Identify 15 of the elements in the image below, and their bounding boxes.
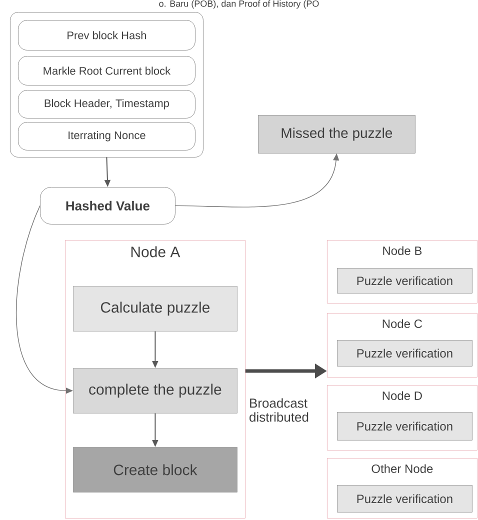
process-box: Puzzle verification xyxy=(337,268,472,294)
field-pill: Prev block Hash xyxy=(18,20,196,50)
edge-label: Broadcast distributed xyxy=(250,398,308,422)
process-box: Calculate puzzle xyxy=(73,286,238,332)
field-pill: Iterrating Nonce xyxy=(18,122,196,150)
process-box: Puzzle verification xyxy=(337,340,472,366)
process-box: complete the puzzle xyxy=(73,368,238,414)
process-box: Create block xyxy=(73,447,238,492)
field-pill: Block Header, Timestamp xyxy=(18,90,196,118)
process-box: Puzzle verification xyxy=(337,485,472,512)
result-box: Missed the puzzle xyxy=(258,115,416,154)
field-pill: Markle Root Current block xyxy=(18,56,196,86)
process-box: Puzzle verification xyxy=(337,412,472,440)
hash-box: Hashed Value xyxy=(40,187,176,224)
heading-text: o. Baru (POB), dan Proof of History (PO xyxy=(159,0,319,9)
